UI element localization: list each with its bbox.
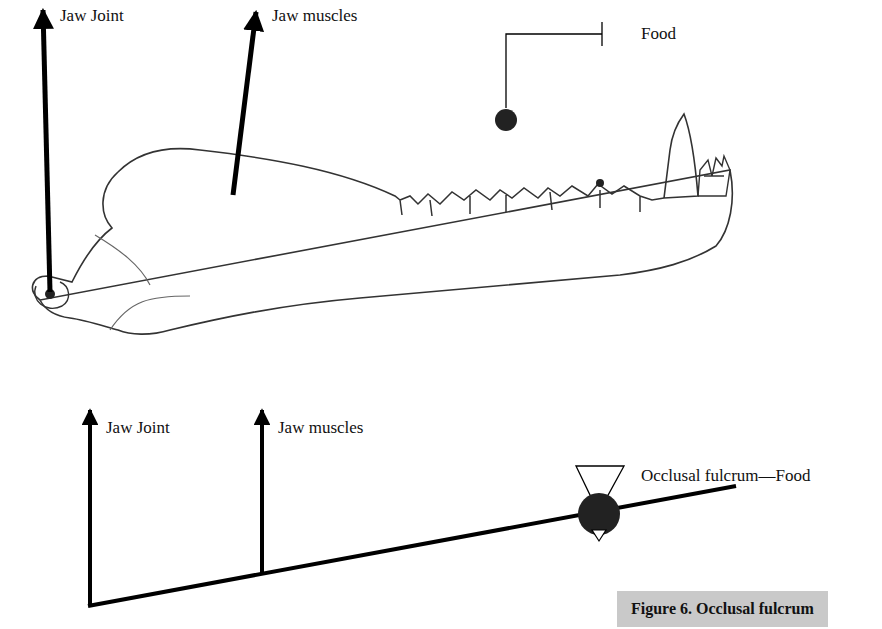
caption-box: Figure 6. Occlusal fulcrum [617, 591, 828, 627]
cheek-teeth [400, 184, 664, 216]
tooth-dot [596, 179, 604, 187]
jaw-muscle-arrow [233, 12, 256, 195]
mandible-outline [32, 149, 732, 335]
fulcrum-lower [592, 530, 606, 541]
jaw-muscles-label: Jaw muscles [272, 6, 357, 26]
jaw-joint-arrow [43, 10, 50, 292]
lever-bar [88, 486, 736, 606]
food-leader-tick [601, 22, 602, 46]
lever-muscle-arrow [260, 410, 264, 575]
food-leader [506, 34, 602, 108]
figure-caption: Figure 6. Occlusal fulcrum [631, 599, 842, 618]
incisors [698, 156, 730, 196]
canine [664, 114, 698, 198]
fulcrum-label: Occlusal fulcrum—Food [641, 466, 811, 486]
fulcrum-upper [576, 466, 624, 497]
lever-muscles-label: Jaw muscles [278, 418, 363, 438]
lever-joint-label: Jaw Joint [106, 418, 170, 438]
jaw-joint-label: Jaw Joint [60, 6, 124, 26]
mandible-detail [95, 235, 190, 330]
food-label: Food [641, 24, 676, 44]
food-dot [495, 109, 517, 131]
fulcrum-food [578, 493, 620, 535]
lever-joint-arrow [88, 410, 92, 606]
